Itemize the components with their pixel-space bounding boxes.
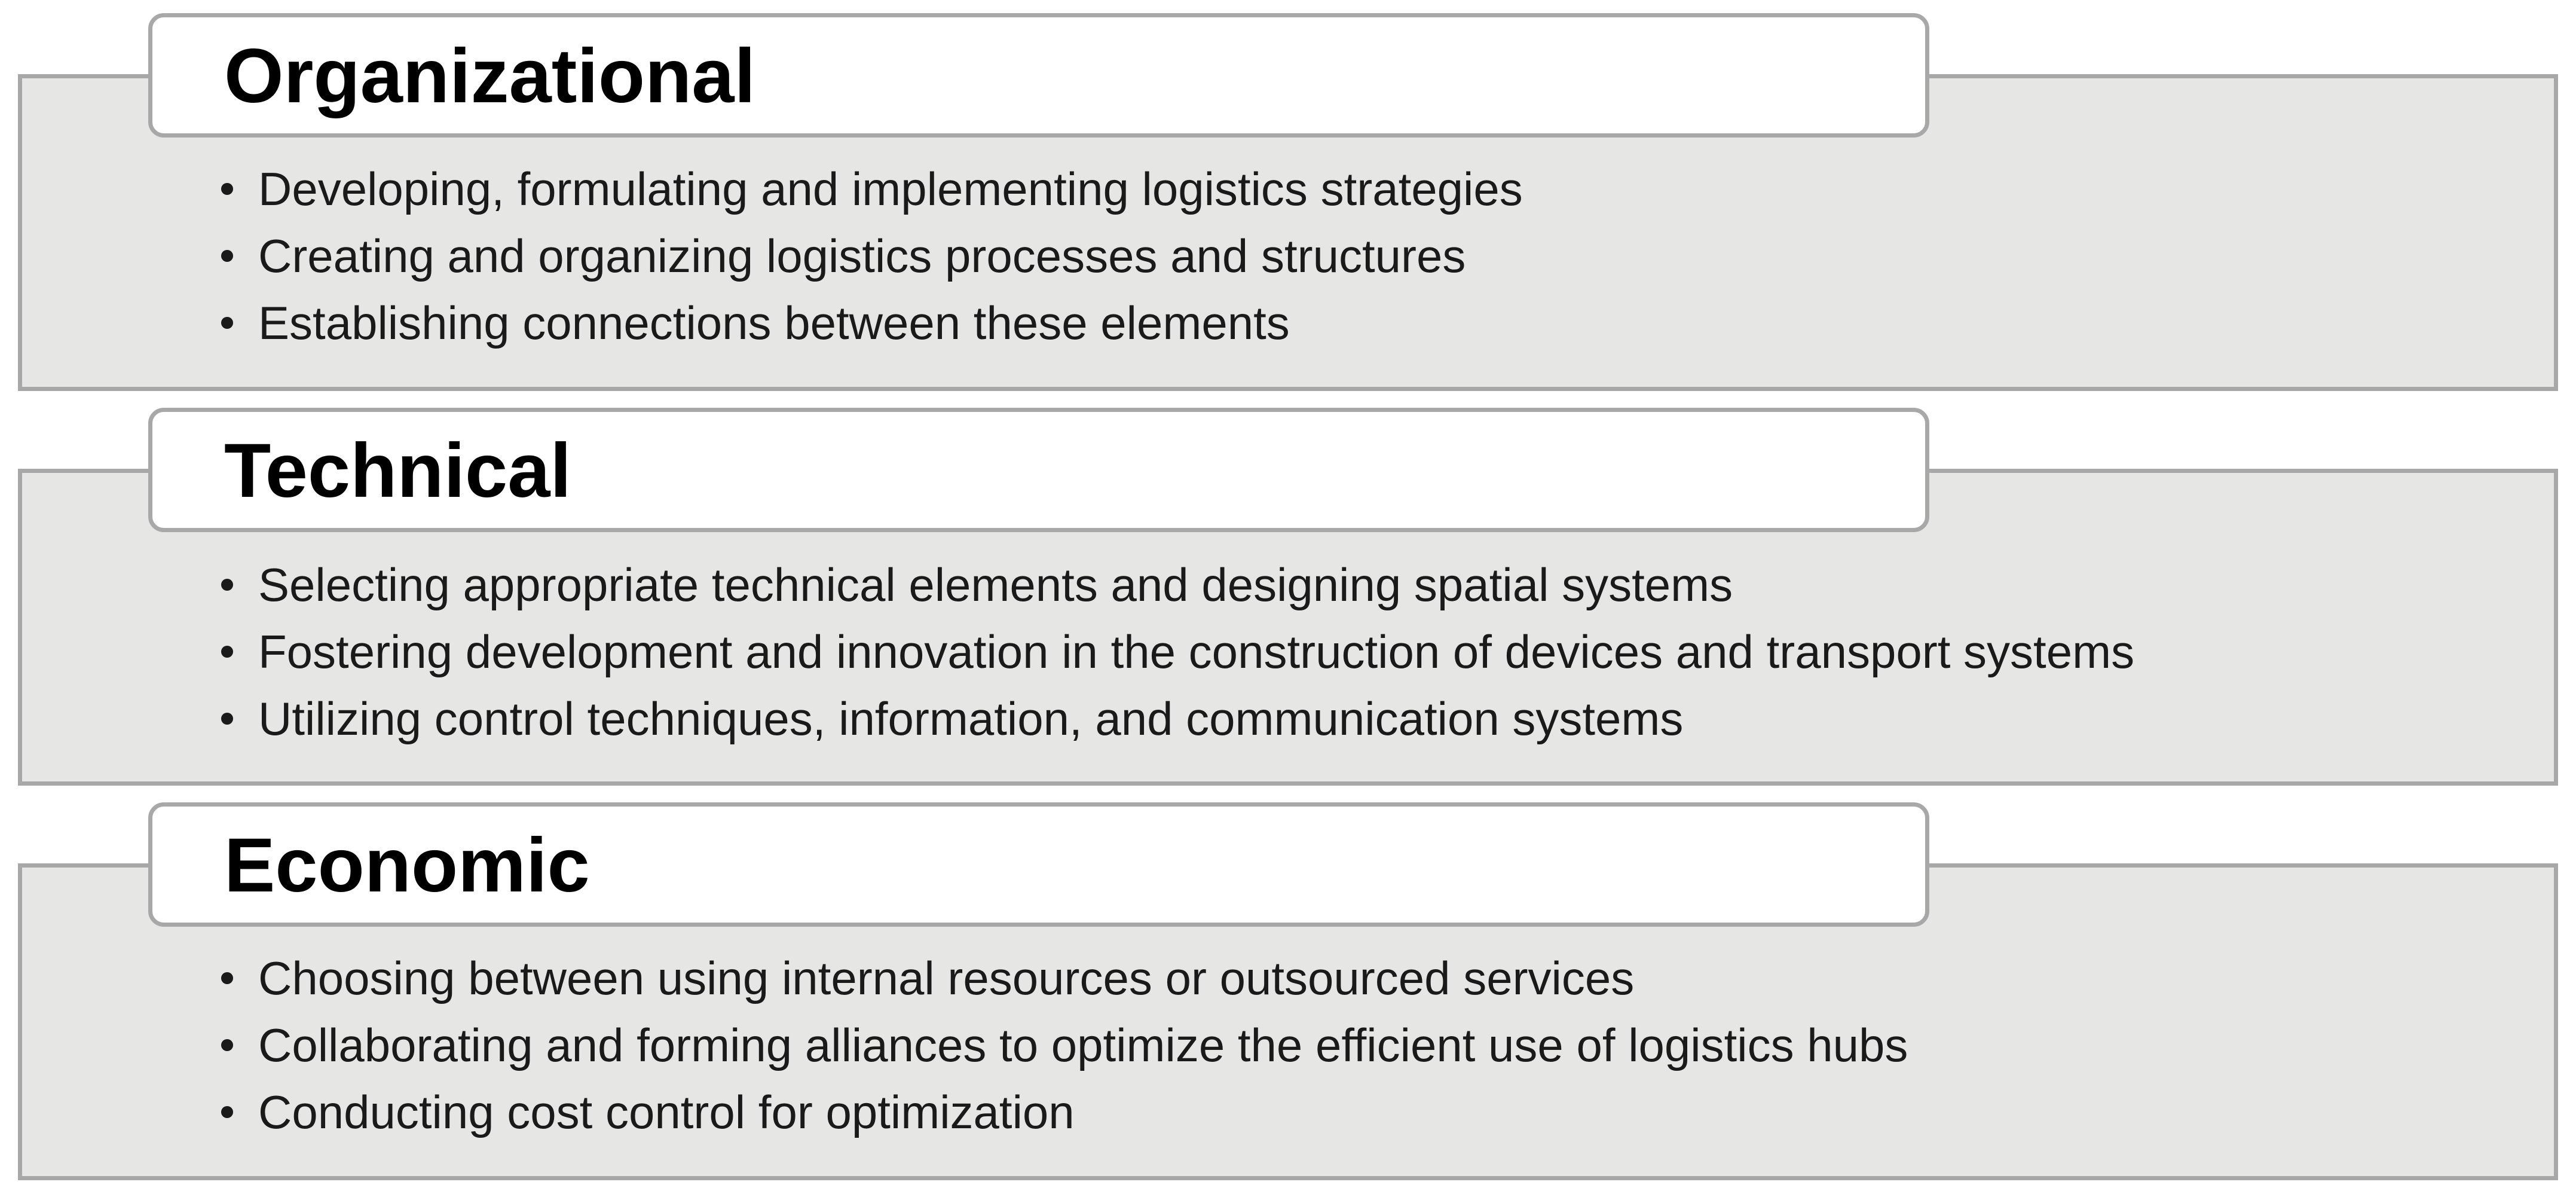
list-item-text: Choosing between using internal resource…	[258, 952, 1635, 1004]
list-item: Choosing between using internal resource…	[221, 945, 1908, 1012]
list-item-text: Conducting cost control for optimization	[258, 1086, 1075, 1138]
section-title-box: Technical	[148, 408, 1929, 532]
list-item: Establishing connections between these e…	[221, 289, 1523, 356]
section-organizational: Organizational Developing, formulating a…	[0, 0, 2576, 395]
section-title: Technical	[224, 428, 571, 514]
bullet-icon	[221, 250, 233, 262]
bullet-icon	[221, 972, 233, 984]
bullet-icon	[221, 183, 233, 195]
bullet-icon	[221, 317, 233, 329]
section-title: Economic	[224, 823, 590, 908]
bullet-icon	[221, 713, 233, 725]
section-title-box: Organizational	[148, 13, 1929, 138]
section-economic: Economic Choosing between using internal…	[0, 789, 2576, 1191]
list-item: Utilizing control techniques, informatio…	[221, 685, 2134, 752]
section-technical: Technical Selecting appropriate technica…	[0, 395, 2576, 789]
list-item-text: Selecting appropriate technical elements…	[258, 558, 1733, 611]
list-item: Creating and organizing logistics proces…	[221, 222, 1523, 289]
list-item-text: Utilizing control techniques, informatio…	[258, 692, 1684, 745]
list-item: Collaborating and forming alliances to o…	[221, 1012, 1908, 1079]
bullet-list: Developing, formulating and implementing…	[221, 155, 1523, 356]
list-item: Selecting appropriate technical elements…	[221, 551, 2134, 618]
bullet-list: Choosing between using internal resource…	[221, 945, 1908, 1146]
list-item-text: Fostering development and innovation in …	[258, 625, 2135, 678]
list-item: Conducting cost control for optimization	[221, 1079, 1908, 1146]
bullet-icon	[221, 1106, 233, 1118]
list-item: Developing, formulating and implementing…	[221, 155, 1523, 222]
bullet-icon	[221, 646, 233, 658]
bullet-icon	[221, 579, 233, 591]
bullet-icon	[221, 1039, 233, 1051]
list-item-text: Creating and organizing logistics proces…	[258, 230, 1466, 282]
list-item: Fostering development and innovation in …	[221, 618, 2134, 685]
list-item-text: Establishing connections between these e…	[258, 297, 1290, 349]
section-title-box: Economic	[148, 802, 1929, 927]
list-item-text: Collaborating and forming alliances to o…	[258, 1019, 1908, 1071]
section-title: Organizational	[224, 33, 755, 119]
bullet-list: Selecting appropriate technical elements…	[221, 551, 2134, 752]
list-item-text: Developing, formulating and implementing…	[258, 163, 1523, 215]
